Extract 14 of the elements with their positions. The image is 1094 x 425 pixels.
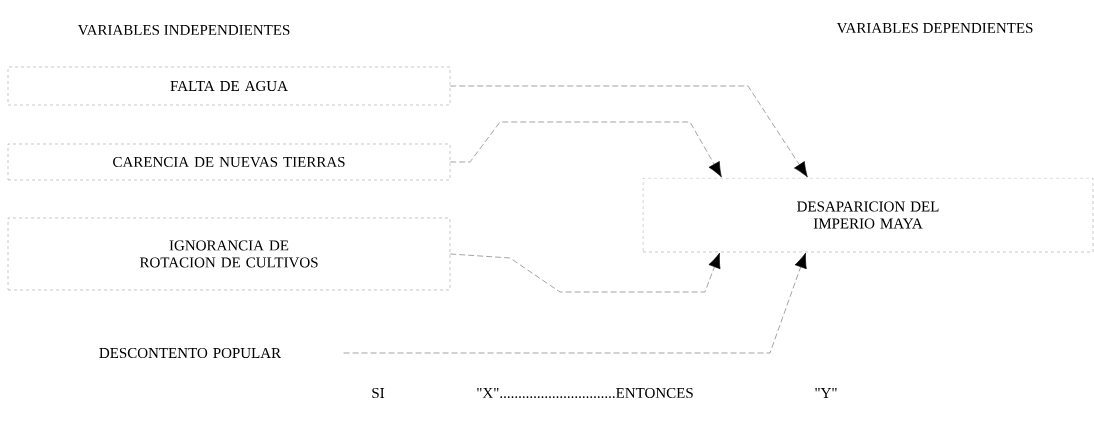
variable-box: DESAPARICION DEL IMPERIO MAYA: [642, 177, 1094, 253]
text-label: DESCONTENTO POPULAR: [99, 347, 282, 358]
heading: VARIABLES INDEPENDIENTES: [77, 24, 290, 36]
variable-box: CARENCIA DE NUEVAS TIERRAS: [7, 143, 451, 181]
arrow: [449, 121, 722, 178]
rule-text: SI: [372, 387, 385, 398]
heading: VARIABLES DEPENDIENTES: [836, 22, 1033, 34]
arrow: [449, 85, 808, 178]
arrow: [449, 252, 721, 293]
rule-text: "X"...............................ENTONCES: [477, 387, 693, 399]
arrow: [343, 252, 807, 354]
variable-box: FALTA DE AGUA: [7, 66, 451, 106]
rule-text: "Y": [815, 388, 837, 398]
variable-box: IGNORANCIA DE ROTACION DE CULTIVOS: [7, 217, 451, 291]
